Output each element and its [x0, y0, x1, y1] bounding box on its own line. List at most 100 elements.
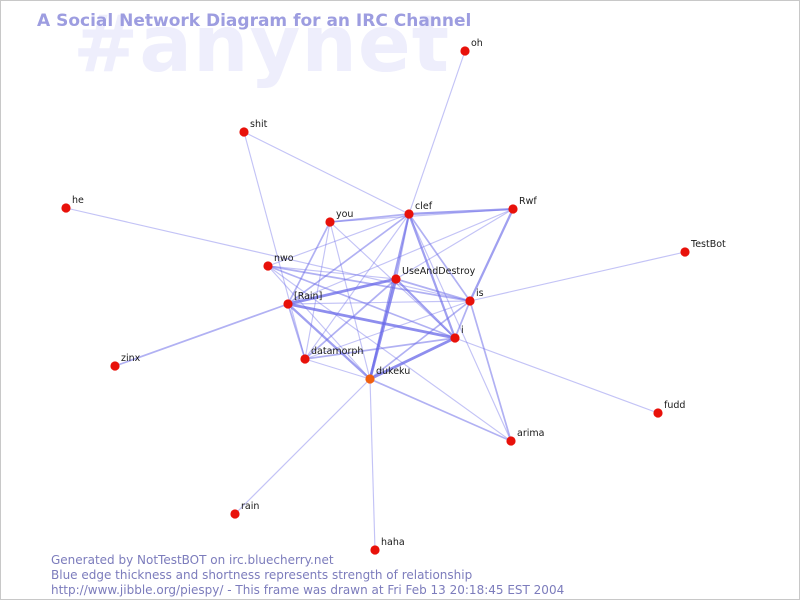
edge-UseAndDestroy-Rain [286, 277, 398, 306]
node-dukeku: dukeku [365, 366, 410, 384]
edge-Rwf-UseAndDestroy [395, 208, 514, 280]
edge-is-dukeku [369, 300, 471, 380]
node-dot-rain [230, 509, 240, 519]
footer-source-link[interactable]: http://www.jibble.org/piespy/ - This fra… [51, 583, 565, 597]
node-you: you [325, 209, 353, 227]
node-dot-TestBot [680, 247, 690, 257]
edge-Rain-zinx [114, 303, 289, 367]
footer-generated-by: Generated by NotTestBOT on irc.bluecherr… [51, 553, 334, 567]
node-datamorph: datamorph [300, 346, 363, 364]
edge-Rwf-is [468, 207, 515, 303]
node-label-arima: arima [517, 428, 544, 439]
node-label-you: you [336, 209, 353, 220]
node-label-clef: clef [415, 201, 433, 212]
node-label-TestBot: TestBot [690, 239, 726, 250]
edge-clef-is [408, 213, 471, 302]
node-label-fudd: fudd [664, 400, 685, 411]
node-dot-zinx [110, 361, 120, 371]
edge-UseAndDestroy-datamorph [304, 278, 397, 360]
node-rain: rain [230, 501, 259, 519]
node-label-shit: shit [250, 119, 268, 130]
node-dot-nwo [263, 261, 273, 271]
edge-dukeku-arima [369, 378, 512, 442]
edge-dukeku-rain [234, 378, 371, 515]
edge-oh-clef [408, 50, 466, 215]
edge-is-Rain [287, 300, 471, 305]
node-UseAndDestroy: UseAndDestroy [391, 266, 476, 284]
edge-you-clef [329, 213, 410, 223]
edge-dukeku-datamorph [304, 358, 371, 380]
node-nwo: nwo [263, 253, 294, 271]
node-dot-fudd [653, 408, 663, 418]
node-dot-datamorph [300, 354, 310, 364]
node-dot-is [465, 296, 475, 306]
node-dot-UseAndDestroy [391, 274, 401, 284]
edge-clef-nwo [267, 213, 410, 267]
node-arima: arima [506, 428, 544, 446]
node-label-UseAndDestroy: UseAndDestroy [402, 266, 476, 277]
node-dot-haha [370, 545, 380, 555]
node-label-haha: haha [381, 537, 405, 548]
edge-is-arima [469, 300, 512, 442]
node-is: is [465, 288, 484, 306]
node-label-Rwf: Rwf [519, 196, 537, 207]
edge-you-Rain [287, 221, 331, 305]
edge-clef-Rain [287, 213, 410, 305]
edge-nwo-dukeku [267, 265, 371, 380]
edge-UseAndDestroy-i [394, 277, 457, 340]
node-he: he [61, 195, 84, 213]
node-label-datamorph: datamorph [311, 346, 363, 357]
edge-you-dukeku [329, 221, 371, 380]
edge-is-i [454, 300, 471, 339]
node-dot-clef [404, 209, 414, 219]
node-dot-you [325, 217, 335, 227]
edge-dukeku-haha [369, 378, 376, 551]
edge-layer [65, 50, 686, 551]
node-label-nwo: nwo [274, 253, 294, 264]
edge-Rain-datamorph [287, 303, 306, 360]
node-label-dukeku: dukeku [376, 366, 410, 377]
node-fudd: fudd [653, 400, 685, 418]
node-label-i: i [461, 325, 464, 336]
node-dot-arima [506, 436, 516, 446]
edge-TestBot-is [469, 251, 686, 302]
edge-you-datamorph [304, 221, 331, 360]
footer-legend: Blue edge thickness and shortness repres… [51, 568, 473, 582]
node-label-he: he [72, 195, 84, 206]
node-dot-i [450, 333, 460, 343]
edge-clef-i [407, 212, 457, 340]
edge-nwo-i [267, 265, 456, 339]
edge-shit-clef [243, 131, 410, 215]
edge-Rain-dukeku [286, 302, 372, 381]
edge-nwo-arima [267, 265, 512, 442]
edge-shit-datamorph [243, 131, 306, 360]
edge-UseAndDestroy-dukeku [368, 277, 398, 381]
node-dot-shit [239, 127, 249, 137]
footer: Generated by NotTestBOT on irc.bluecherr… [51, 553, 564, 598]
node-oh: oh [460, 38, 483, 56]
node-Rwf: Rwf [508, 196, 537, 214]
node-zinx: zinx [110, 353, 141, 371]
edge-UseAndDestroy-is [395, 278, 471, 302]
node-Rain: [Rain] [283, 291, 322, 309]
edge-Rain-i [286, 302, 457, 340]
node-label-rain: rain [241, 501, 259, 512]
node-label-oh: oh [471, 38, 483, 49]
node-dot-Rain [283, 299, 293, 309]
channel-watermark: #anynet [73, 0, 451, 90]
node-label-zinx: zinx [121, 353, 141, 364]
node-dot-Rwf [508, 204, 518, 214]
diagram-title: A Social Network Diagram for an IRC Chan… [37, 11, 472, 31]
node-dot-dukeku [365, 374, 375, 384]
edge-i-datamorph [304, 337, 456, 360]
node-dot-he [61, 203, 71, 213]
edge-i-dukeku [368, 336, 457, 381]
edge-nwo-UseAndDestroy [267, 265, 397, 280]
node-TestBot: TestBot [680, 239, 726, 257]
edge-i-fudd [454, 337, 659, 414]
node-dot-oh [460, 46, 470, 56]
node-i: i [450, 325, 464, 343]
